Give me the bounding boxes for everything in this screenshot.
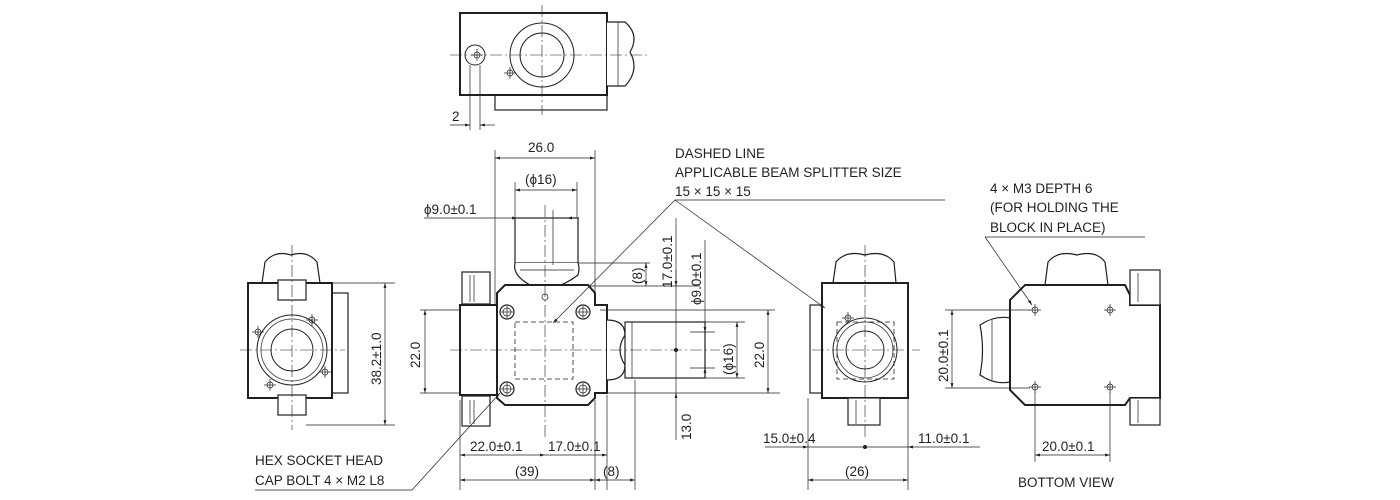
dim-side-11: 11.0±0.1 [918, 431, 969, 446]
dim-phi9-right: ϕ9.0±0.1 [689, 252, 704, 305]
bottom-view: 20.0±0.1 20.0±0.1 BOTTOM VIEW [936, 252, 1161, 490]
dim-height-13: 13.0 [679, 414, 694, 440]
note-beam-splitter-dims: 15 × 15 × 15 [675, 184, 751, 199]
dim-bottom-20-vertical: 20.0±0.1 [936, 330, 951, 382]
front-view [450, 205, 720, 440]
dim-height-22-right: 22.0 [752, 342, 767, 368]
dim-paren-8-vertical: (8) [630, 268, 645, 285]
dim-phi16-top: (ϕ16) [525, 172, 557, 187]
dim-width-26: 26.0 [528, 140, 554, 155]
dim-side-26: (26) [845, 464, 869, 479]
front-dimensions: 26.0 (ϕ16) ϕ9.0±0.1 22.0 (8) 17.0±0.1 13… [408, 140, 780, 490]
note-m3-block: BLOCK IN PLACE) [990, 220, 1106, 235]
note-dashed-line: DASHED LINE [675, 146, 765, 161]
note-beam-splitter-size: APPLICABLE BEAM SPLITTER SIZE [675, 165, 902, 180]
left-side-view: 38.2±1.0 [240, 245, 395, 430]
note-m3-depth: 4 × M3 DEPTH 6 [990, 181, 1092, 196]
right-side-view: 15.0±0.4 11.0±0.1 (26) [763, 245, 980, 490]
dim-paren-8-horizontal: (8) [603, 464, 620, 479]
dim-side-height: 38.2±1.0 [369, 333, 384, 385]
dim-height-22-left: 22.0 [408, 342, 423, 368]
note-m3-holding: (FOR HOLDING THE [990, 200, 1119, 215]
dim-side-15: 15.0±0.4 [763, 431, 816, 446]
dim-top-offset: 2 [452, 109, 460, 124]
note-cap-bolt: CAP BOLT 4 × M2 L8 [255, 473, 384, 488]
dim-bottom-20-horizontal: 20.0±0.1 [1042, 439, 1094, 454]
dim-horiz-22: 22.0±0.1 [470, 439, 522, 454]
annotations: DASHED LINE APPLICABLE BEAM SPLITTER SIZ… [255, 146, 1145, 491]
dim-height-17: 17.0±0.1 [660, 236, 675, 288]
dim-total-39: (39) [515, 464, 539, 479]
dim-horiz-17: 17.0±0.1 [548, 439, 600, 454]
note-hex-socket: HEX SOCKET HEAD [255, 453, 383, 468]
bottom-view-label: BOTTOM VIEW [1018, 475, 1114, 490]
dim-phi16-right: (ϕ16) [721, 343, 736, 375]
top-view: 2 [450, 5, 650, 130]
dim-phi9-top: ϕ9.0±0.1 [424, 202, 477, 217]
